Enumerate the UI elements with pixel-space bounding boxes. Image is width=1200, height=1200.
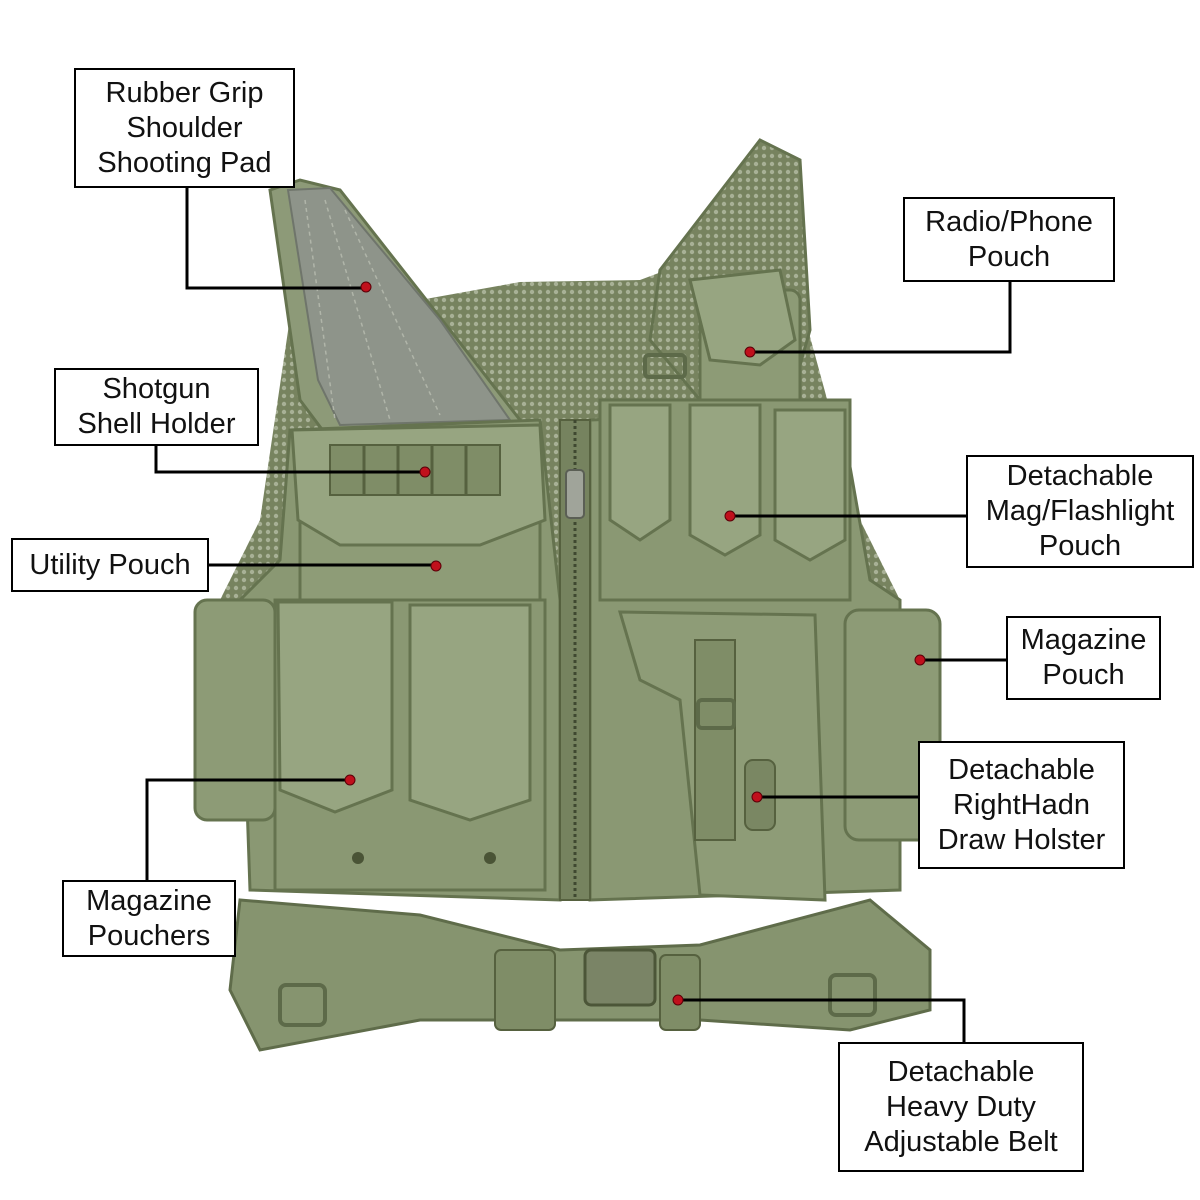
belt	[228, 898, 932, 1052]
label-line: Radio/Phone	[925, 205, 1093, 238]
zipper-pull	[565, 469, 585, 519]
label-line: Shell Holder	[77, 408, 236, 440]
label-line: Shoulder	[126, 111, 243, 144]
label-mag-flashlight: Detachable Mag/Flashlight Pouch	[966, 455, 1194, 568]
marker-dot-mag-flashlight	[724, 510, 736, 522]
label-holster: Detachable RightHadn Draw Holster	[918, 741, 1125, 869]
label-line: Mag/Flashlight	[985, 495, 1175, 527]
marker-dot-holster	[751, 791, 763, 803]
marker-dot-magazine-pouch	[914, 654, 926, 666]
label-line: Draw Holster	[937, 823, 1106, 856]
pad-stitch-2	[324, 199, 391, 421]
label-line: Pouch	[1038, 530, 1122, 562]
strap-buckle-top	[643, 353, 687, 379]
label-line: Heavy Duty	[886, 1090, 1036, 1123]
label-line: Magazine	[86, 884, 212, 917]
right-side-pouch	[843, 608, 942, 842]
left-mag-flap-2	[408, 603, 532, 822]
pad-stitch-3	[344, 209, 441, 416]
marker-dots	[344, 281, 926, 1006]
marker-dot-belt	[672, 994, 684, 1006]
label-line: Detachable	[948, 753, 1095, 786]
marker-dot-shell-holder	[419, 466, 431, 478]
label-line: Pouchers	[87, 919, 211, 952]
label-line: Pouch	[967, 240, 1051, 273]
mag-pouch-flap-2	[688, 403, 762, 557]
marker-dot-magazine-pouchers	[344, 774, 356, 786]
leader-shoulder-pad	[185, 188, 366, 290]
label-line: Detachable	[887, 1055, 1035, 1088]
belt-buckle	[583, 948, 657, 1007]
label-shoulder-pad: Rubber Grip Shoulder Shooting Pad	[74, 68, 295, 188]
belt-keeper-right	[659, 954, 701, 1031]
label-line: Pouch	[1042, 659, 1125, 691]
shell-holder-strip	[329, 444, 501, 496]
label-line: RightHadn	[952, 788, 1091, 821]
label-magazine-pouch: Magazine Pouch	[1006, 616, 1161, 700]
leader-magazine-pouchers	[145, 778, 350, 880]
grommet-1	[352, 852, 364, 864]
label-line: Detachable	[1006, 460, 1154, 492]
belt-keeper-left	[494, 949, 556, 1031]
leader-radio-pouch	[750, 282, 1012, 354]
label-utility-pouch: Utility Pouch	[11, 538, 209, 592]
left-mag-flap-1	[276, 600, 394, 814]
marker-dot-shoulder-pad	[360, 281, 372, 293]
mag-pouch-flap-1	[608, 403, 672, 542]
mag-pouch-flap-3	[773, 408, 847, 562]
leader-lines	[145, 188, 1012, 1042]
pad-stitch-1	[304, 199, 336, 421]
marker-dot-utility-pouch	[430, 560, 442, 572]
leader-belt	[678, 998, 966, 1042]
belt-side-buckle-left	[278, 983, 327, 1027]
label-line: Shotgun	[102, 373, 211, 405]
marker-dot-radio-pouch	[744, 346, 756, 358]
holster-strap	[694, 639, 736, 841]
label-line: Shooting Pad	[97, 146, 272, 179]
label-radio-pouch: Radio/Phone Pouch	[903, 197, 1115, 282]
label-belt: Detachable Heavy Duty Adjustable Belt	[838, 1042, 1084, 1172]
label-line: Adjustable Belt	[864, 1125, 1058, 1158]
label-magazine-pouchers: Magazine Pouchers	[62, 880, 236, 957]
belt-side-buckle-right	[828, 973, 877, 1017]
label-line: Magazine	[1020, 624, 1147, 656]
holster-buckle	[696, 698, 736, 730]
label-line: Rubber Grip	[105, 76, 264, 109]
label-shell-holder: Shotgun Shell Holder	[54, 368, 259, 446]
left-side-pouch	[193, 598, 277, 822]
leader-shell-holder	[154, 445, 425, 474]
grommet-2	[484, 852, 496, 864]
label-line: Utility Pouch	[29, 548, 191, 581]
